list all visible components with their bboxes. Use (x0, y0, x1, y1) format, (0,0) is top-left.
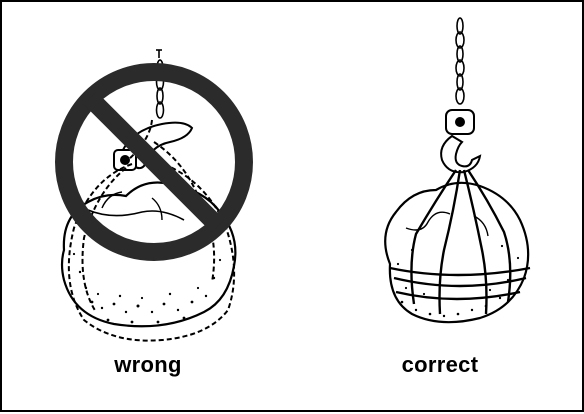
wrong-caption: wrong (2, 352, 294, 378)
correct-lifting-illustration (294, 2, 584, 342)
wrong-panel: wrong (2, 2, 294, 414)
hoist-chain (456, 18, 464, 104)
boulder (385, 183, 528, 322)
correct-panel: correct (294, 2, 584, 414)
wrong-lifting-illustration (2, 2, 294, 342)
hoist-chain (156, 50, 164, 118)
hook (441, 110, 480, 172)
correct-caption: correct (294, 352, 584, 378)
